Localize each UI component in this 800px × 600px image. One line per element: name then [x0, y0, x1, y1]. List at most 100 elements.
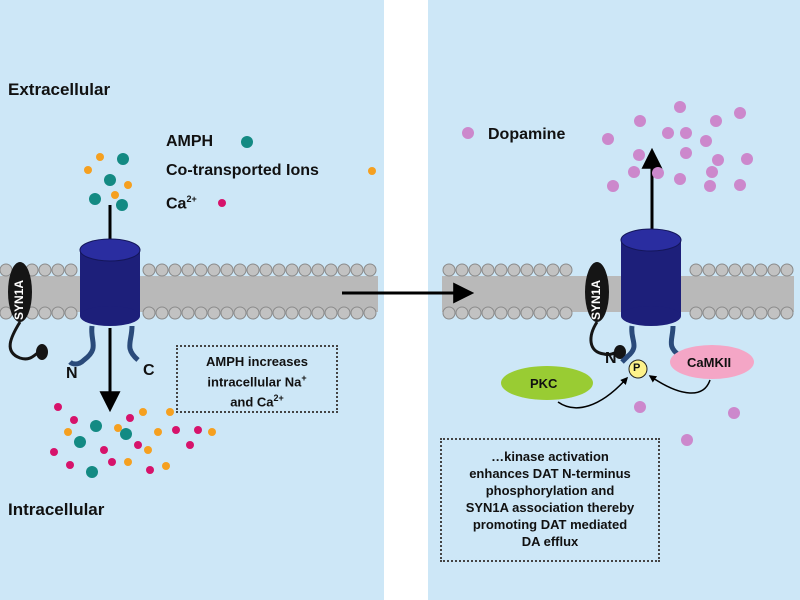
amph-particle [104, 174, 116, 186]
lipid-head [533, 306, 547, 320]
note-line-1: AMPH increases [206, 354, 308, 369]
lipid-head [272, 263, 286, 277]
lipid-head [741, 306, 755, 320]
dopamine-particle [634, 401, 646, 413]
lipid-head [220, 263, 234, 277]
dat-transporter-right [620, 147, 682, 364]
lipid-head [468, 306, 482, 320]
lipid-head [689, 306, 703, 320]
lipid-head [494, 263, 508, 277]
dopamine-particle [680, 127, 692, 139]
lipid-head [324, 263, 338, 277]
lipid-head [337, 263, 351, 277]
lipid-head [481, 306, 495, 320]
dopamine-particle [728, 407, 740, 419]
lipid-head [494, 306, 508, 320]
amph-particle [117, 153, 129, 165]
membrane-right [442, 263, 794, 320]
n-terminus-label-right: N [605, 350, 617, 367]
lipid-head [715, 263, 729, 277]
lipid-head [207, 306, 221, 320]
dopamine-particle [628, 166, 640, 178]
amph-particle [90, 420, 102, 432]
ion-particle [166, 408, 174, 416]
kinase-note-line-1: …kinase activation [491, 449, 609, 464]
dopamine-particle [734, 107, 746, 119]
legend-ca: Ca2+ [166, 194, 197, 213]
calcium-legend-dot [218, 199, 226, 207]
dopamine-particle [674, 173, 686, 185]
lipid-head [142, 263, 156, 277]
c-terminus-label-left: C [143, 362, 155, 379]
lipid-head [350, 263, 364, 277]
membrane-left [0, 263, 378, 320]
lipid-head [455, 263, 469, 277]
calcium-particle [126, 414, 134, 422]
lipid-head [520, 306, 534, 320]
dopamine-particle [712, 154, 724, 166]
dopamine-particle [706, 166, 718, 178]
dopamine-particle [681, 434, 693, 446]
extracellular-label: Extracellular [8, 80, 111, 99]
lipid-head [168, 306, 182, 320]
ion-particle [84, 166, 92, 174]
lipid-head [155, 306, 169, 320]
amph-effect-note: AMPH increases intracellular Na+ and Ca2… [176, 345, 338, 413]
lipid-head [442, 306, 456, 320]
dopamine-particle [674, 101, 686, 113]
calcium-particle [134, 441, 142, 449]
calcium-particle [186, 441, 194, 449]
pkc-label: PKC [530, 376, 558, 391]
kinase-note-line-4: SYN1A association thereby [465, 500, 635, 515]
lipid-head [259, 306, 273, 320]
ion-particle [114, 424, 122, 432]
dopamine-particle [633, 149, 645, 161]
lipid-head [481, 263, 495, 277]
legend-ions: Co-transported Ions [166, 162, 319, 179]
pkc-arrow [557, 376, 629, 409]
ion-particle [96, 153, 104, 161]
lipid-head [0, 263, 13, 277]
ion-particle [139, 408, 147, 416]
phosphate-marker [628, 359, 648, 379]
lipid-head [546, 263, 560, 277]
lipid-head [767, 306, 781, 320]
lipid-head [702, 306, 716, 320]
lipid-head [142, 306, 156, 320]
lipid-head [741, 263, 755, 277]
phosphate-label: P [633, 362, 641, 374]
lipid-head [168, 263, 182, 277]
lipid-head [780, 306, 794, 320]
lipid-head [285, 263, 299, 277]
kinase-effect-note: …kinase activation enhances DAT N-termin… [440, 438, 660, 562]
lipid-head [311, 263, 325, 277]
calcium-particle [100, 446, 108, 454]
ion-particle [64, 428, 72, 436]
lipid-head [246, 306, 260, 320]
lipid-head [324, 306, 338, 320]
ion-particle [208, 428, 216, 436]
lipid-head [51, 306, 65, 320]
camkii-arrow [648, 375, 711, 394]
lipid-head [754, 263, 768, 277]
lipid-head [520, 263, 534, 277]
lipid-head [38, 306, 52, 320]
calcium-particle [54, 403, 62, 411]
lipid-head [64, 306, 78, 320]
camkii-kinase [670, 345, 754, 379]
calcium-particle [108, 458, 116, 466]
dopamine-particle [634, 115, 646, 127]
lipid-head [51, 263, 65, 277]
lipid-head [507, 263, 521, 277]
lipid-head [259, 263, 273, 277]
syn1a-left [8, 262, 48, 361]
ion-particle [154, 428, 162, 436]
dopamine-particle [700, 135, 712, 147]
calcium-particle [172, 426, 180, 434]
amph-particle [86, 466, 98, 478]
lipid-head [233, 306, 247, 320]
kinase-note-line-5: promoting DAT mediated [472, 517, 628, 532]
dopamine-particle [710, 115, 722, 127]
lipid-head [64, 263, 78, 277]
lipid-head [246, 263, 260, 277]
